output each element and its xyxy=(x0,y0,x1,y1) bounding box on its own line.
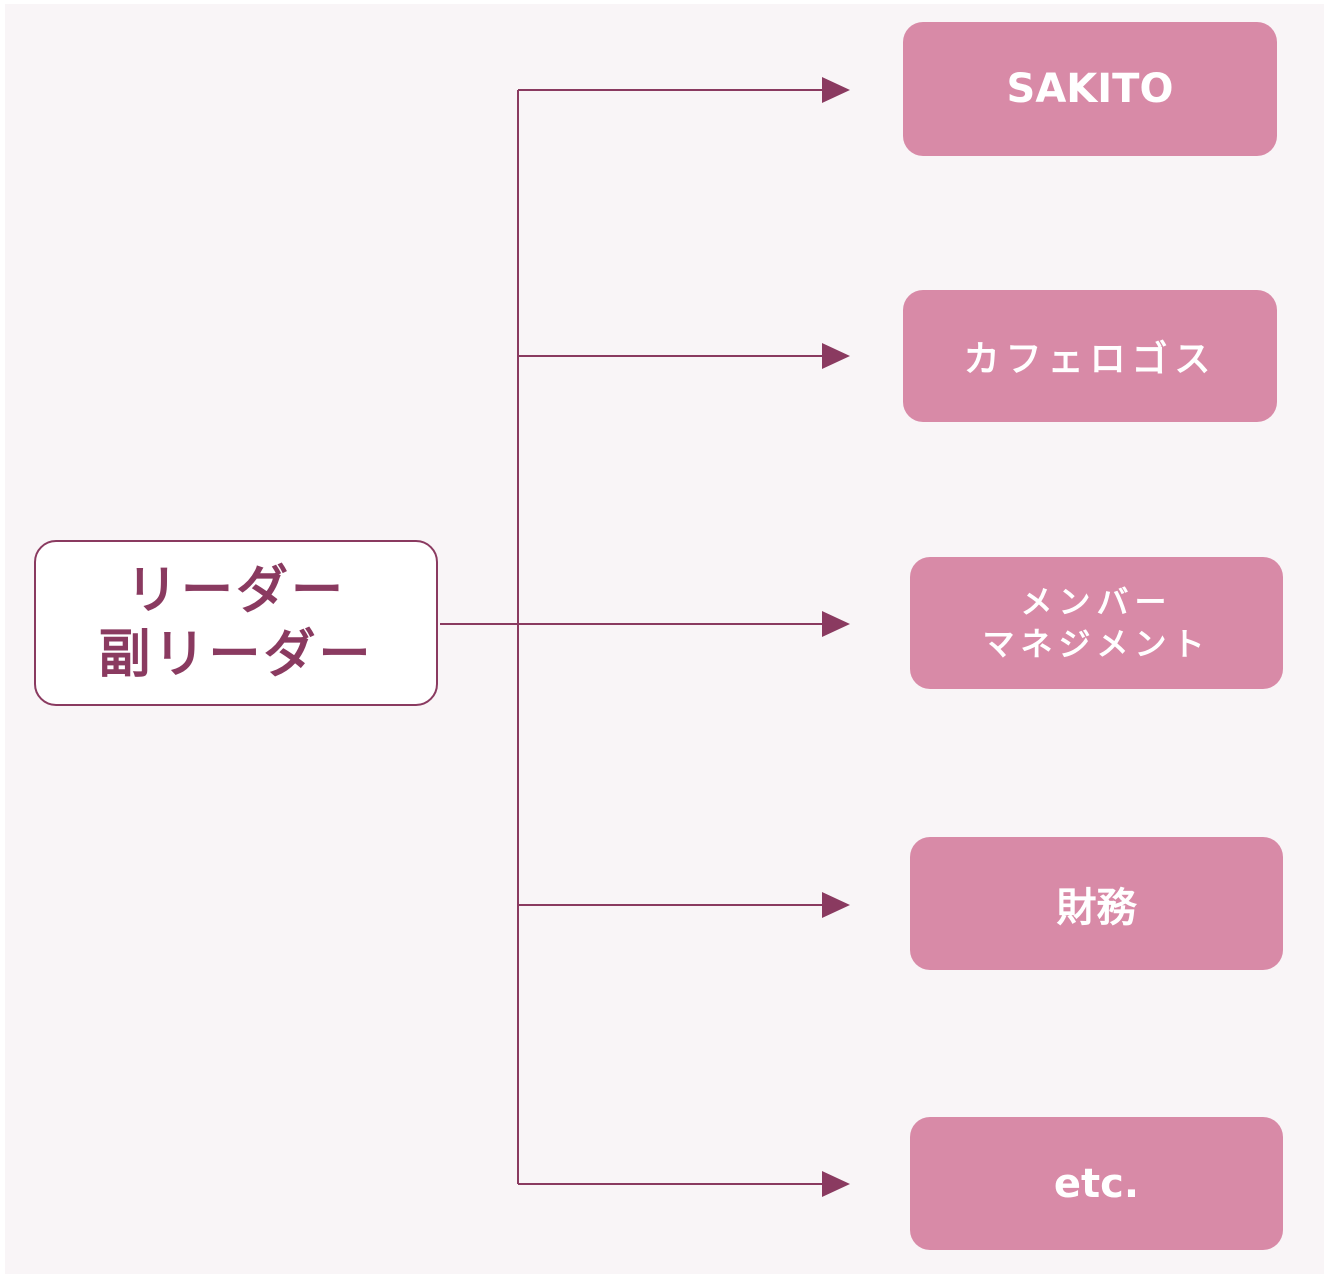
role-node-sakito: SAKITO xyxy=(903,22,1277,156)
arrowhead-member-management xyxy=(822,611,850,637)
role-node-member-management: メンバー マネジメント xyxy=(910,557,1283,689)
role-node-cafe-logos: カフェロゴス xyxy=(903,290,1277,422)
role-node-etc: etc. xyxy=(910,1117,1283,1250)
role-node-label-line-2: マネジメント xyxy=(982,625,1211,663)
arrowhead-etc xyxy=(822,1171,850,1197)
arrowhead-sakito xyxy=(822,77,850,103)
leader-node-line-2: 副リーダー xyxy=(98,625,374,685)
leader-node: リーダー 副リーダー xyxy=(34,540,438,706)
role-node-label-line-1: メンバー xyxy=(1020,583,1173,621)
role-node-label: SAKITO xyxy=(1006,66,1174,112)
role-node-finance: 財務 xyxy=(910,837,1283,970)
role-node-label: カフェロゴス xyxy=(963,339,1217,380)
role-node-label: etc. xyxy=(1053,1160,1140,1207)
arrowhead-finance xyxy=(822,892,850,918)
role-node-label: 財務 xyxy=(1056,884,1137,931)
leader-node-line-1: リーダー xyxy=(125,561,346,621)
arrowhead-cafe-logos xyxy=(822,343,850,369)
